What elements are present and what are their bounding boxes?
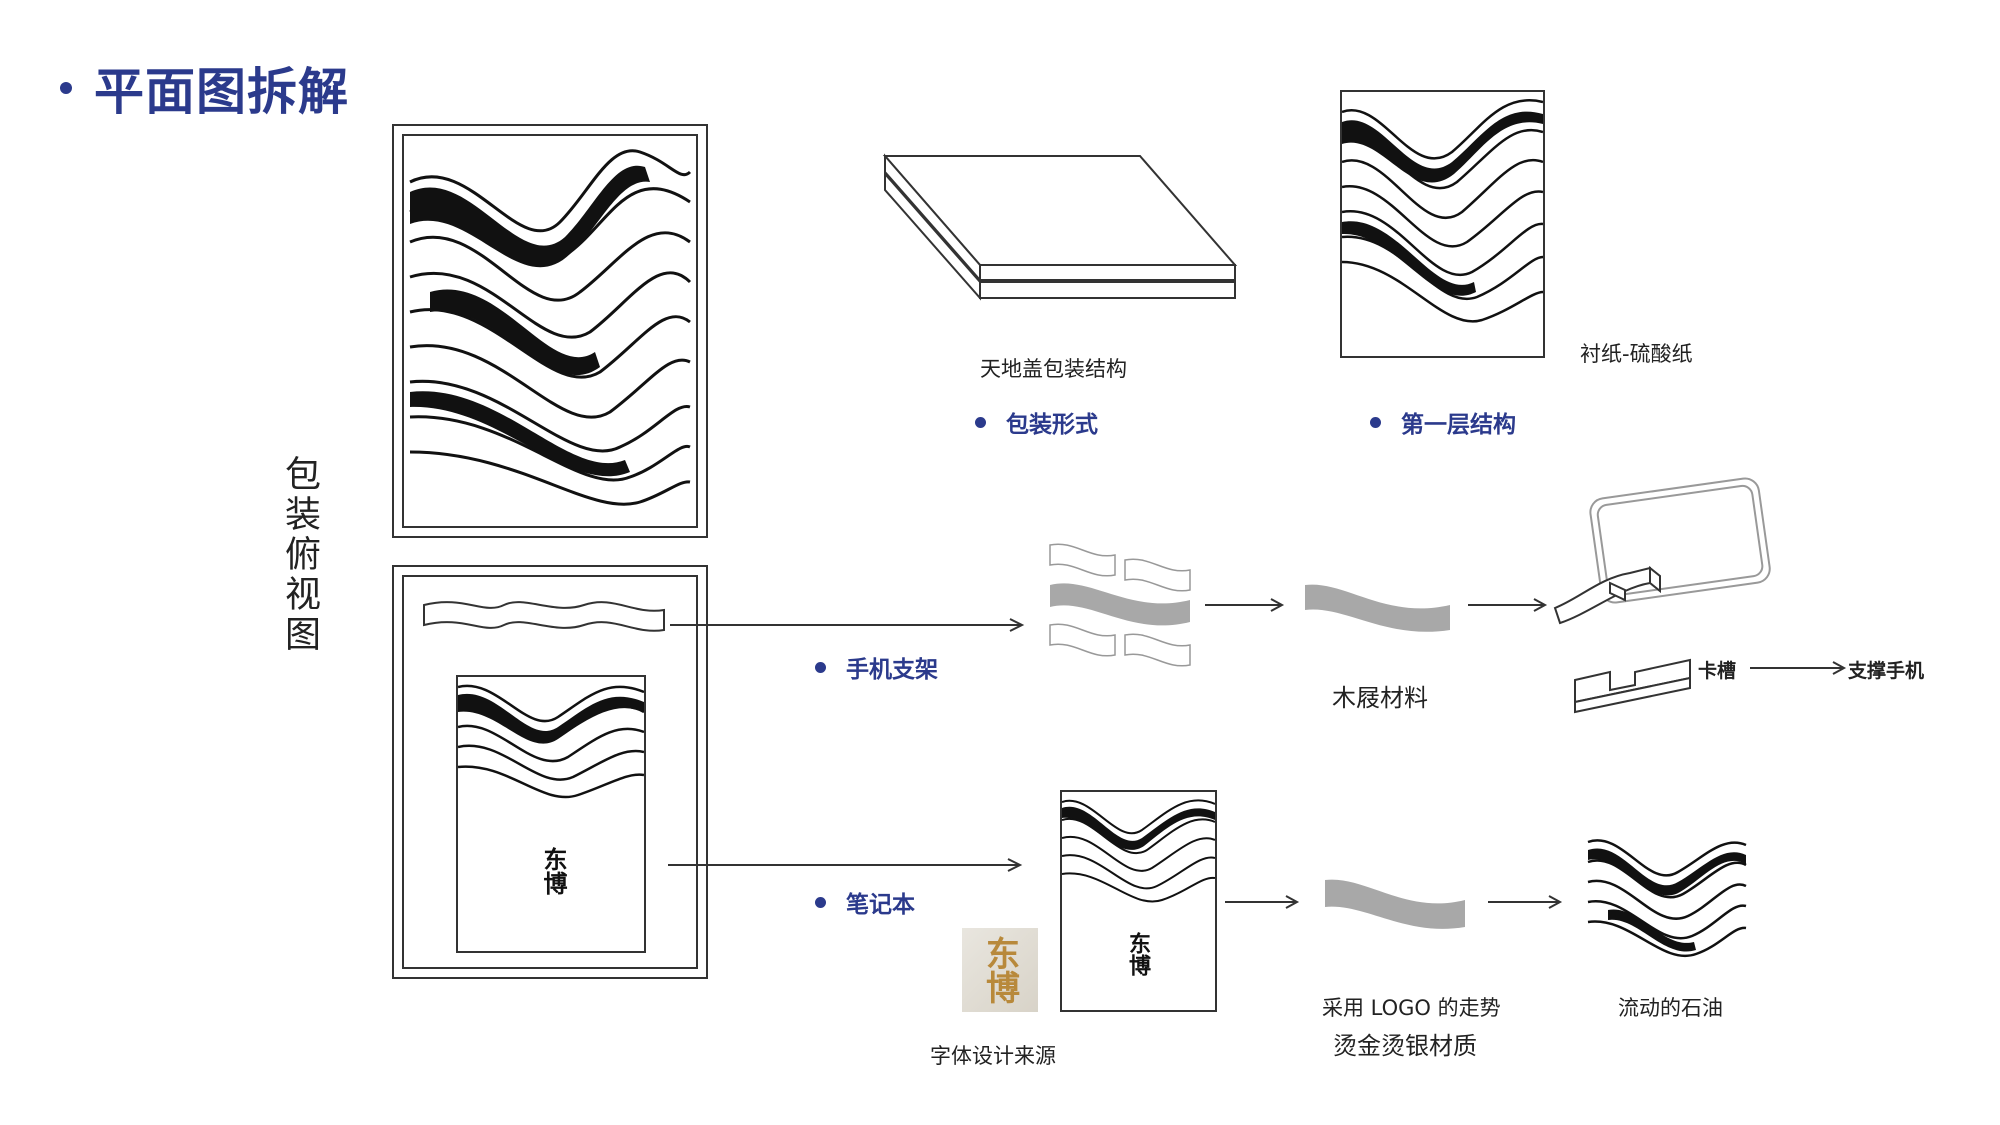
top-view-frame-lower: 东博 [392,565,708,979]
bullet-dot-icon [975,416,986,428]
font-source-caption: 字体设计来源 [930,1044,1056,1068]
flowing-oil-caption: 流动的石油 [1618,996,1723,1020]
notebook-design-preview: 东博 [1060,790,1217,1012]
box-lid-drawing [882,153,1238,301]
wood-to-phone-arrow [1468,598,1548,612]
first-layer-label: 第一层结构 [1401,412,1516,438]
support-phone-label: 支撑手机 [1848,660,1925,682]
slot-piece-drawing [1574,658,1691,714]
packaging-form-bullet: 包装形式 [975,405,1098,439]
packaging-form-label: 包装形式 [1006,412,1098,438]
notebook-arrow [668,858,1023,872]
slot-label: 卡槽 [1698,660,1737,682]
lining-caption: 衬纸-硫酸纸 [1580,342,1693,366]
notebook-cover-preview: 东博 [456,675,646,953]
foil-caption: 烫金烫银材质 [1333,1032,1477,1060]
page-title-text: 平面图拆解 [94,63,349,121]
phone-on-stand-drawing [1553,477,1771,625]
phone-stand-arrow [670,618,1025,632]
logo-trend-wave [1325,879,1465,929]
font-source-photo: 东博 [962,928,1038,1012]
stand-pieces-drawing [1049,543,1191,667]
box-structure-caption: 天地盖包装结构 [980,357,1127,381]
stand-to-wood-arrow [1205,598,1285,612]
bullet-dot-icon [815,661,826,673]
logo-mark-photo: 东博 [979,936,1020,1004]
bullet-dot-icon [1370,416,1381,428]
logo-to-oil-arrow [1488,895,1563,909]
marble-wave-art-large [409,149,692,506]
flowing-oil-art [1587,839,1747,958]
top-view-frame-upper [392,124,708,538]
wood-material-caption: 木屐材料 [1332,684,1428,712]
bullet-dot-icon [815,896,826,908]
vertical-label: 包装俯视图 [279,455,320,655]
logo-mark-notebook: 东博 [1125,932,1151,976]
page-title: 平面图拆解 [60,52,349,124]
notebook-to-logo-arrow [1225,895,1300,909]
lining-paper-art [1340,90,1545,358]
notebook-bullet: 笔记本 [815,885,915,919]
first-layer-bullet: 第一层结构 [1370,405,1516,439]
notebook-label: 笔记本 [846,892,915,918]
phone-stand-bullet: 手机支架 [815,650,938,684]
title-bullet-icon [60,82,72,94]
wave-ribbon-outline [423,601,665,632]
logo-mark-small: 东博 [539,847,568,895]
slot-to-support-arrow [1750,661,1847,675]
logo-trend-caption: 采用 LOGO 的走势 [1322,996,1501,1020]
phone-stand-label: 手机支架 [846,657,938,683]
wood-wave-shape [1305,584,1450,632]
